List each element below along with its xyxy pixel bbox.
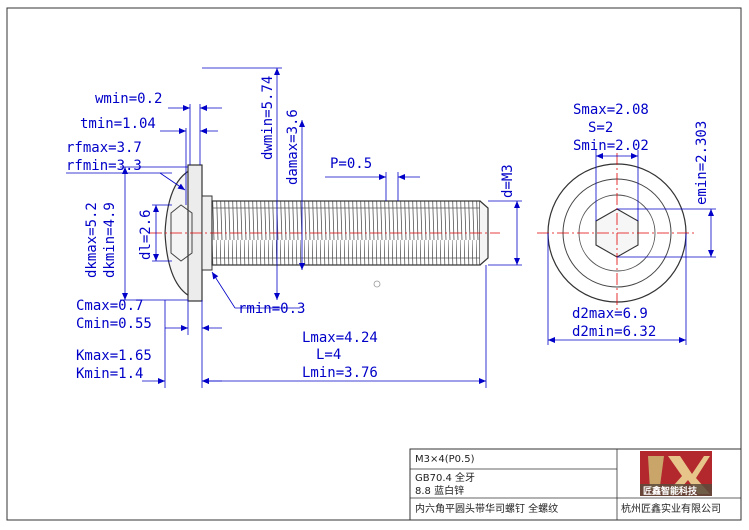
dim-wmin: wmin=0.2 xyxy=(95,91,162,107)
screw-end-view xyxy=(537,153,697,313)
dim-d2min: d2min=6.32 xyxy=(572,324,656,340)
dim-lmin: Lmin=3.76 xyxy=(302,365,378,381)
side-dimension-lines xyxy=(66,67,522,388)
dim-dkmax: dkmax=5.2 xyxy=(84,202,100,278)
screw-side-view xyxy=(150,164,500,302)
dim-dkmin: dkmin=4.9 xyxy=(102,202,118,278)
dim-rfmin: rfmin=3.3 xyxy=(66,158,142,174)
company-logo: 匠鑫智能科技 xyxy=(640,451,712,497)
reference-mark xyxy=(373,280,381,288)
dim-lmax: Lmax=4.24 xyxy=(302,330,378,346)
title-grade: 8.8 蓝白锌 xyxy=(415,484,464,497)
title-spec: M3×4(P0.5) xyxy=(415,454,475,465)
dim-cmax: Cmax=0.7 xyxy=(76,298,143,314)
screw-tip xyxy=(479,200,489,266)
dim-damax: damax=3.6 xyxy=(285,109,301,185)
dim-cmin: Cmin=0.55 xyxy=(76,316,152,332)
dim-emin: emin=2.303 xyxy=(694,121,710,205)
dim-smin: Smin=2.02 xyxy=(573,138,649,154)
dim-d2max: d2max=6.9 xyxy=(572,306,648,322)
dim-rfmax: rfmax=3.7 xyxy=(66,140,142,156)
dim-dl: dl=2.6 xyxy=(138,209,154,260)
end-dimension-lines xyxy=(547,150,716,345)
title-standard: GB70.4 全牙 xyxy=(415,471,475,484)
hex-socket xyxy=(170,204,193,262)
sheet-border xyxy=(6,7,742,521)
dim-kmin: Kmin=1.4 xyxy=(76,366,143,382)
dim-d: d=M3 xyxy=(500,164,516,198)
dim-tmin: tmin=1.04 xyxy=(80,116,156,132)
dim-pitch: P=0.5 xyxy=(330,156,372,172)
dim-rmin: rmin=0.3 xyxy=(238,301,305,317)
dim-kmax: Kmax=1.65 xyxy=(76,348,152,364)
dim-dwmin: dwmin=5.74 xyxy=(260,76,276,160)
dim-smax: Smax=2.08 xyxy=(573,102,649,118)
dim-l: L=4 xyxy=(316,347,341,363)
logo-text: 匠鑫智能科技 xyxy=(643,485,698,497)
title-part-name: 内六角平圆头带华司螺钉 全螺纹 xyxy=(415,502,558,515)
dim-s: S=2 xyxy=(588,120,613,136)
title-company: 杭州匠鑫实业有限公司 xyxy=(621,502,721,515)
